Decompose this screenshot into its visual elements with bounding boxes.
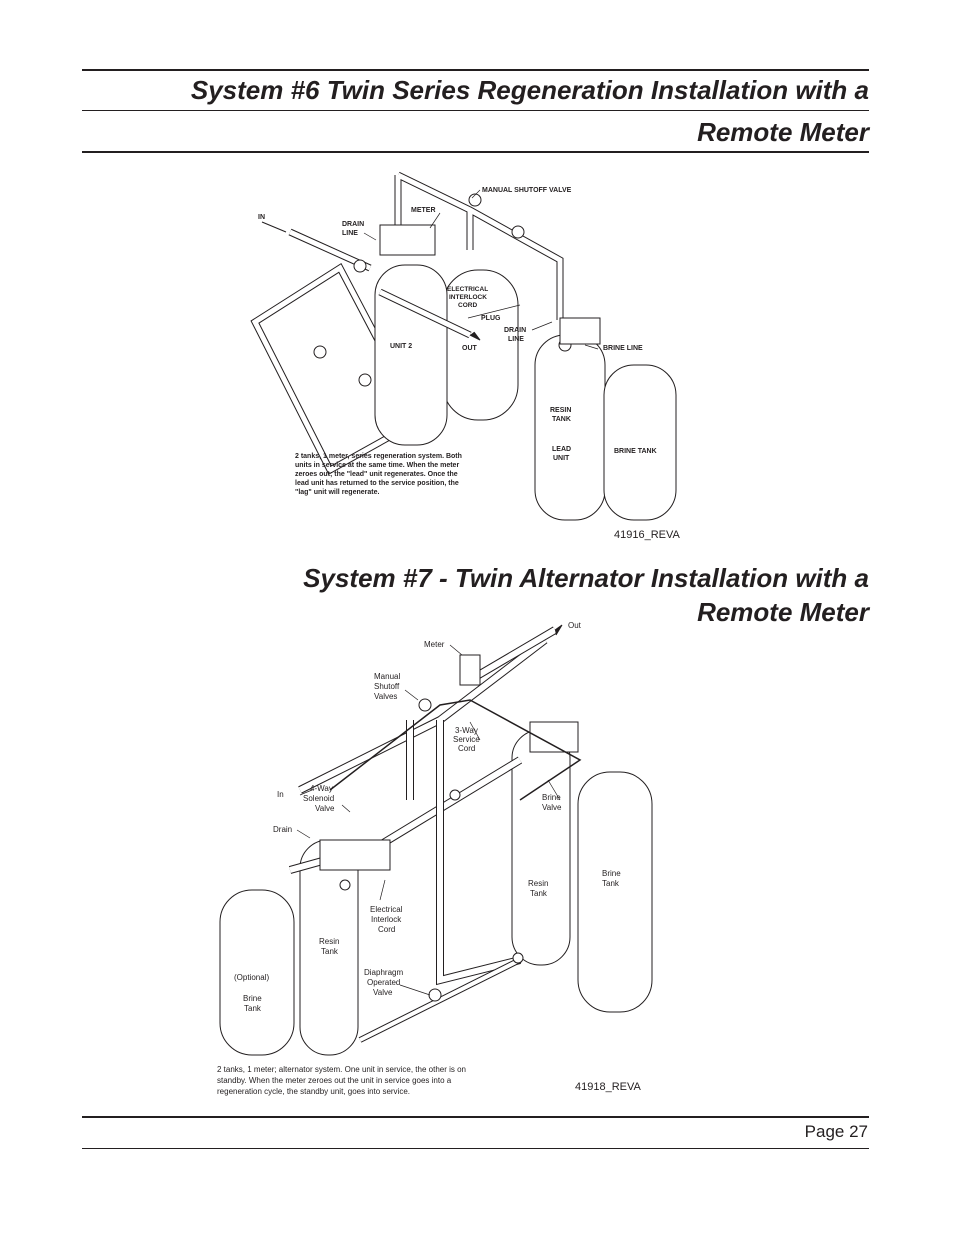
label-manual-3: Valves [374,692,397,701]
system7-figure-id: 41918_REVA [575,1081,641,1093]
label-meter7: Meter [424,640,445,649]
label-service-1: 3-Way [455,726,478,735]
label-lead-1: LEAD [552,446,571,453]
system7-caption: 2 tanks, 1 meter; alternator system. One… [217,1065,467,1096]
label-optional: (Optional) [234,973,269,982]
system7-title-line2: Remote Meter [697,597,869,627]
label-service-2: Service [453,735,480,744]
label-out7: Out [568,621,582,630]
label-electrical-3: CORD [458,302,477,309]
label-out: OUT [462,345,478,352]
label-resin-r2: Tank [530,889,548,898]
label-meter: METER [411,207,436,214]
label-drain2-1: DRAIN [504,327,526,334]
label-brine-tank-r2: Tank [602,879,620,888]
label-drain-line-1: DRAIN [342,221,364,228]
label-resin-2: TANK [552,416,571,423]
label-electrical7-1: Electrical [370,905,403,914]
system6-title-line2: Remote Meter [697,117,869,147]
label-brine-valve-2: Valve [542,803,562,812]
system6-figure-id: 41916_REVA [614,529,680,541]
label-manual-shutoff: MANUAL SHUTOFF VALVE [482,187,572,194]
label-plug: PLUG [481,315,501,322]
footer-top-rule [82,1116,869,1118]
label-electrical7-3: Cord [378,925,395,934]
label-electrical-2: INTERLOCK [449,294,487,301]
system6-title-line1: System #6 Twin Series Regeneration Insta… [190,75,869,105]
title-divider [82,110,869,111]
label-drain7: Drain [273,825,292,834]
label-resin-r1: Resin [528,879,548,888]
label-diaphragm-3: Valve [373,988,393,997]
label-lead-2: UNIT [553,455,570,462]
system6-caption: 2 tanks, 1 meter, series regeneration sy… [295,453,462,496]
title-bottom-rule [82,151,869,153]
label-in: IN [258,214,265,221]
label-solenoid-2: Solenoid [303,794,334,803]
label-drain-line-2: LINE [342,230,358,237]
label-resin-1: RESIN [550,407,571,414]
label-brine-tank-r1: Brine [602,869,621,878]
label-manual-1: Manual [374,672,400,681]
label-unit2: UNIT 2 [390,343,412,350]
system7-title-line1: System #7 - Twin Alternator Installation… [303,563,869,593]
label-drain2-2: LINE [508,336,524,343]
page-number: Page 27 [804,1122,868,1141]
label-diaphragm-2: Operated [367,978,400,987]
label-service-3: Cord [458,744,475,753]
label-brine-l1: Brine [243,994,262,1003]
label-manual-2: Shutoff [374,682,400,691]
label-solenoid-3: Valve [315,804,335,813]
label-solenoid-1: 4-Way [310,784,333,793]
label-resin-l2: Tank [321,947,339,956]
label-electrical-1: ELECTRICAL [447,286,488,293]
label-brine-tank: BRINE TANK [614,448,657,455]
label-resin-l1: Resin [319,937,339,946]
label-diaphragm-1: Diaphragm [364,968,403,977]
label-brine-valve-1: Brine [542,793,561,802]
top-rule [82,69,869,71]
label-brine-line: BRINE LINE [603,345,643,352]
label-in7: In [277,790,284,799]
label-brine-l2: Tank [244,1004,262,1013]
footer-bottom-rule [82,1148,869,1149]
label-electrical7-2: Interlock [371,915,402,924]
